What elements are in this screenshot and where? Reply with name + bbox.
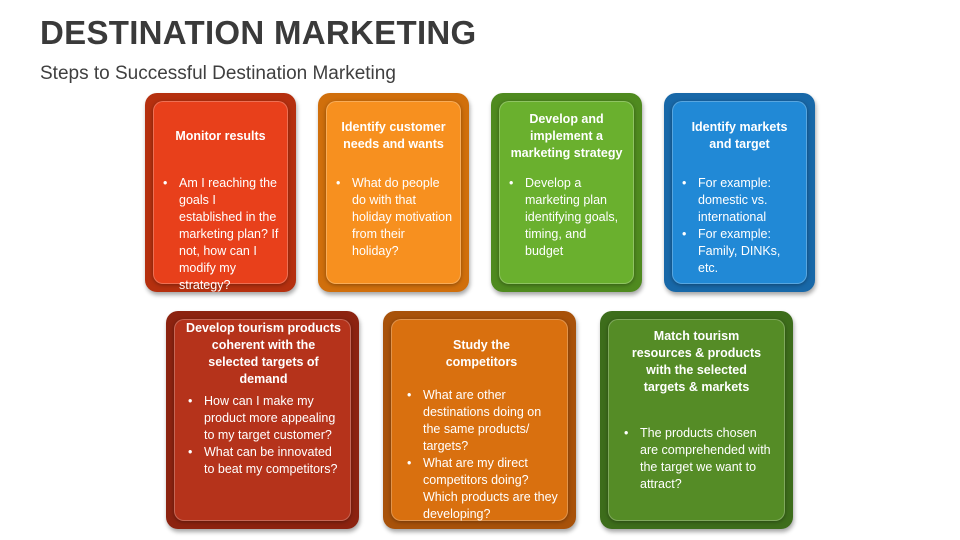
bullet-item: How can I make my product more appealing…: [186, 393, 341, 444]
card-bullets: How can I make my product more appealing…: [186, 393, 341, 478]
card-bullets: The products chosen are comprehended wit…: [622, 425, 771, 493]
step-card-study-competitors: Study the competitors What are other des…: [383, 311, 576, 529]
card-inner: Monitor results Am I reaching the goals …: [153, 101, 288, 292]
card-inner: Study the competitors What are other des…: [391, 319, 568, 521]
bullet-item: For example: domestic vs. international: [680, 175, 799, 226]
card-inner: Develop tourism products coherent with t…: [174, 319, 351, 521]
bullet-item: For example: Family, DINKs, etc.: [680, 226, 799, 277]
bullet-item: Develop a marketing plan identifying goa…: [507, 175, 626, 260]
card-heading: Identify markets and target: [691, 120, 788, 151]
card-heading: Match tourism resources & products with …: [631, 329, 762, 394]
bullet-item: The products chosen are comprehended wit…: [622, 425, 771, 493]
card-inner: Identify markets and target For example:…: [672, 101, 807, 284]
step-card-develop-tourism-products: Develop tourism products coherent with t…: [166, 311, 359, 529]
card-heading: Study the competitors: [445, 338, 518, 369]
card-heading: Identify customer needs and wants: [341, 120, 446, 151]
card-bullets: Am I reaching the goals I established in…: [161, 175, 280, 294]
card-heading: Monitor results: [175, 128, 266, 143]
bullet-item: What are other destinations doing on the…: [405, 387, 558, 455]
bullet-item: What do people do with that holiday moti…: [334, 175, 453, 260]
card-bullets: What do people do with that holiday moti…: [334, 175, 453, 260]
card-bullets: Develop a marketing plan identifying goa…: [507, 175, 626, 260]
step-card-identify-markets: Identify markets and target For example:…: [664, 93, 815, 292]
step-card-develop-marketing-strategy: Develop and implement a marketing strate…: [491, 93, 642, 292]
bullet-item: What can be innovated to beat my competi…: [186, 444, 341, 478]
bullet-item: What are my direct competitors doing? Wh…: [405, 455, 558, 523]
card-inner: Match tourism resources & products with …: [608, 319, 785, 521]
page-subtitle: Steps to Successful Destination Marketin…: [40, 63, 396, 84]
card-inner: Identify customer needs and wants What d…: [326, 101, 461, 284]
card-heading: Develop tourism products coherent with t…: [186, 321, 341, 386]
step-card-match-tourism-resources: Match tourism resources & products with …: [600, 311, 793, 529]
card-bullets: For example: domestic vs. international …: [680, 175, 799, 277]
page-title: DESTINATION MARKETING: [40, 14, 477, 51]
bullet-item: Am I reaching the goals I established in…: [161, 175, 280, 294]
card-bullets: What are other destinations doing on the…: [405, 387, 558, 523]
step-card-identify-customer-needs: Identify customer needs and wants What d…: [318, 93, 469, 292]
card-heading: Develop and implement a marketing strate…: [510, 111, 623, 160]
card-inner: Develop and implement a marketing strate…: [499, 101, 634, 284]
step-card-monitor-results: Monitor results Am I reaching the goals …: [145, 93, 296, 292]
